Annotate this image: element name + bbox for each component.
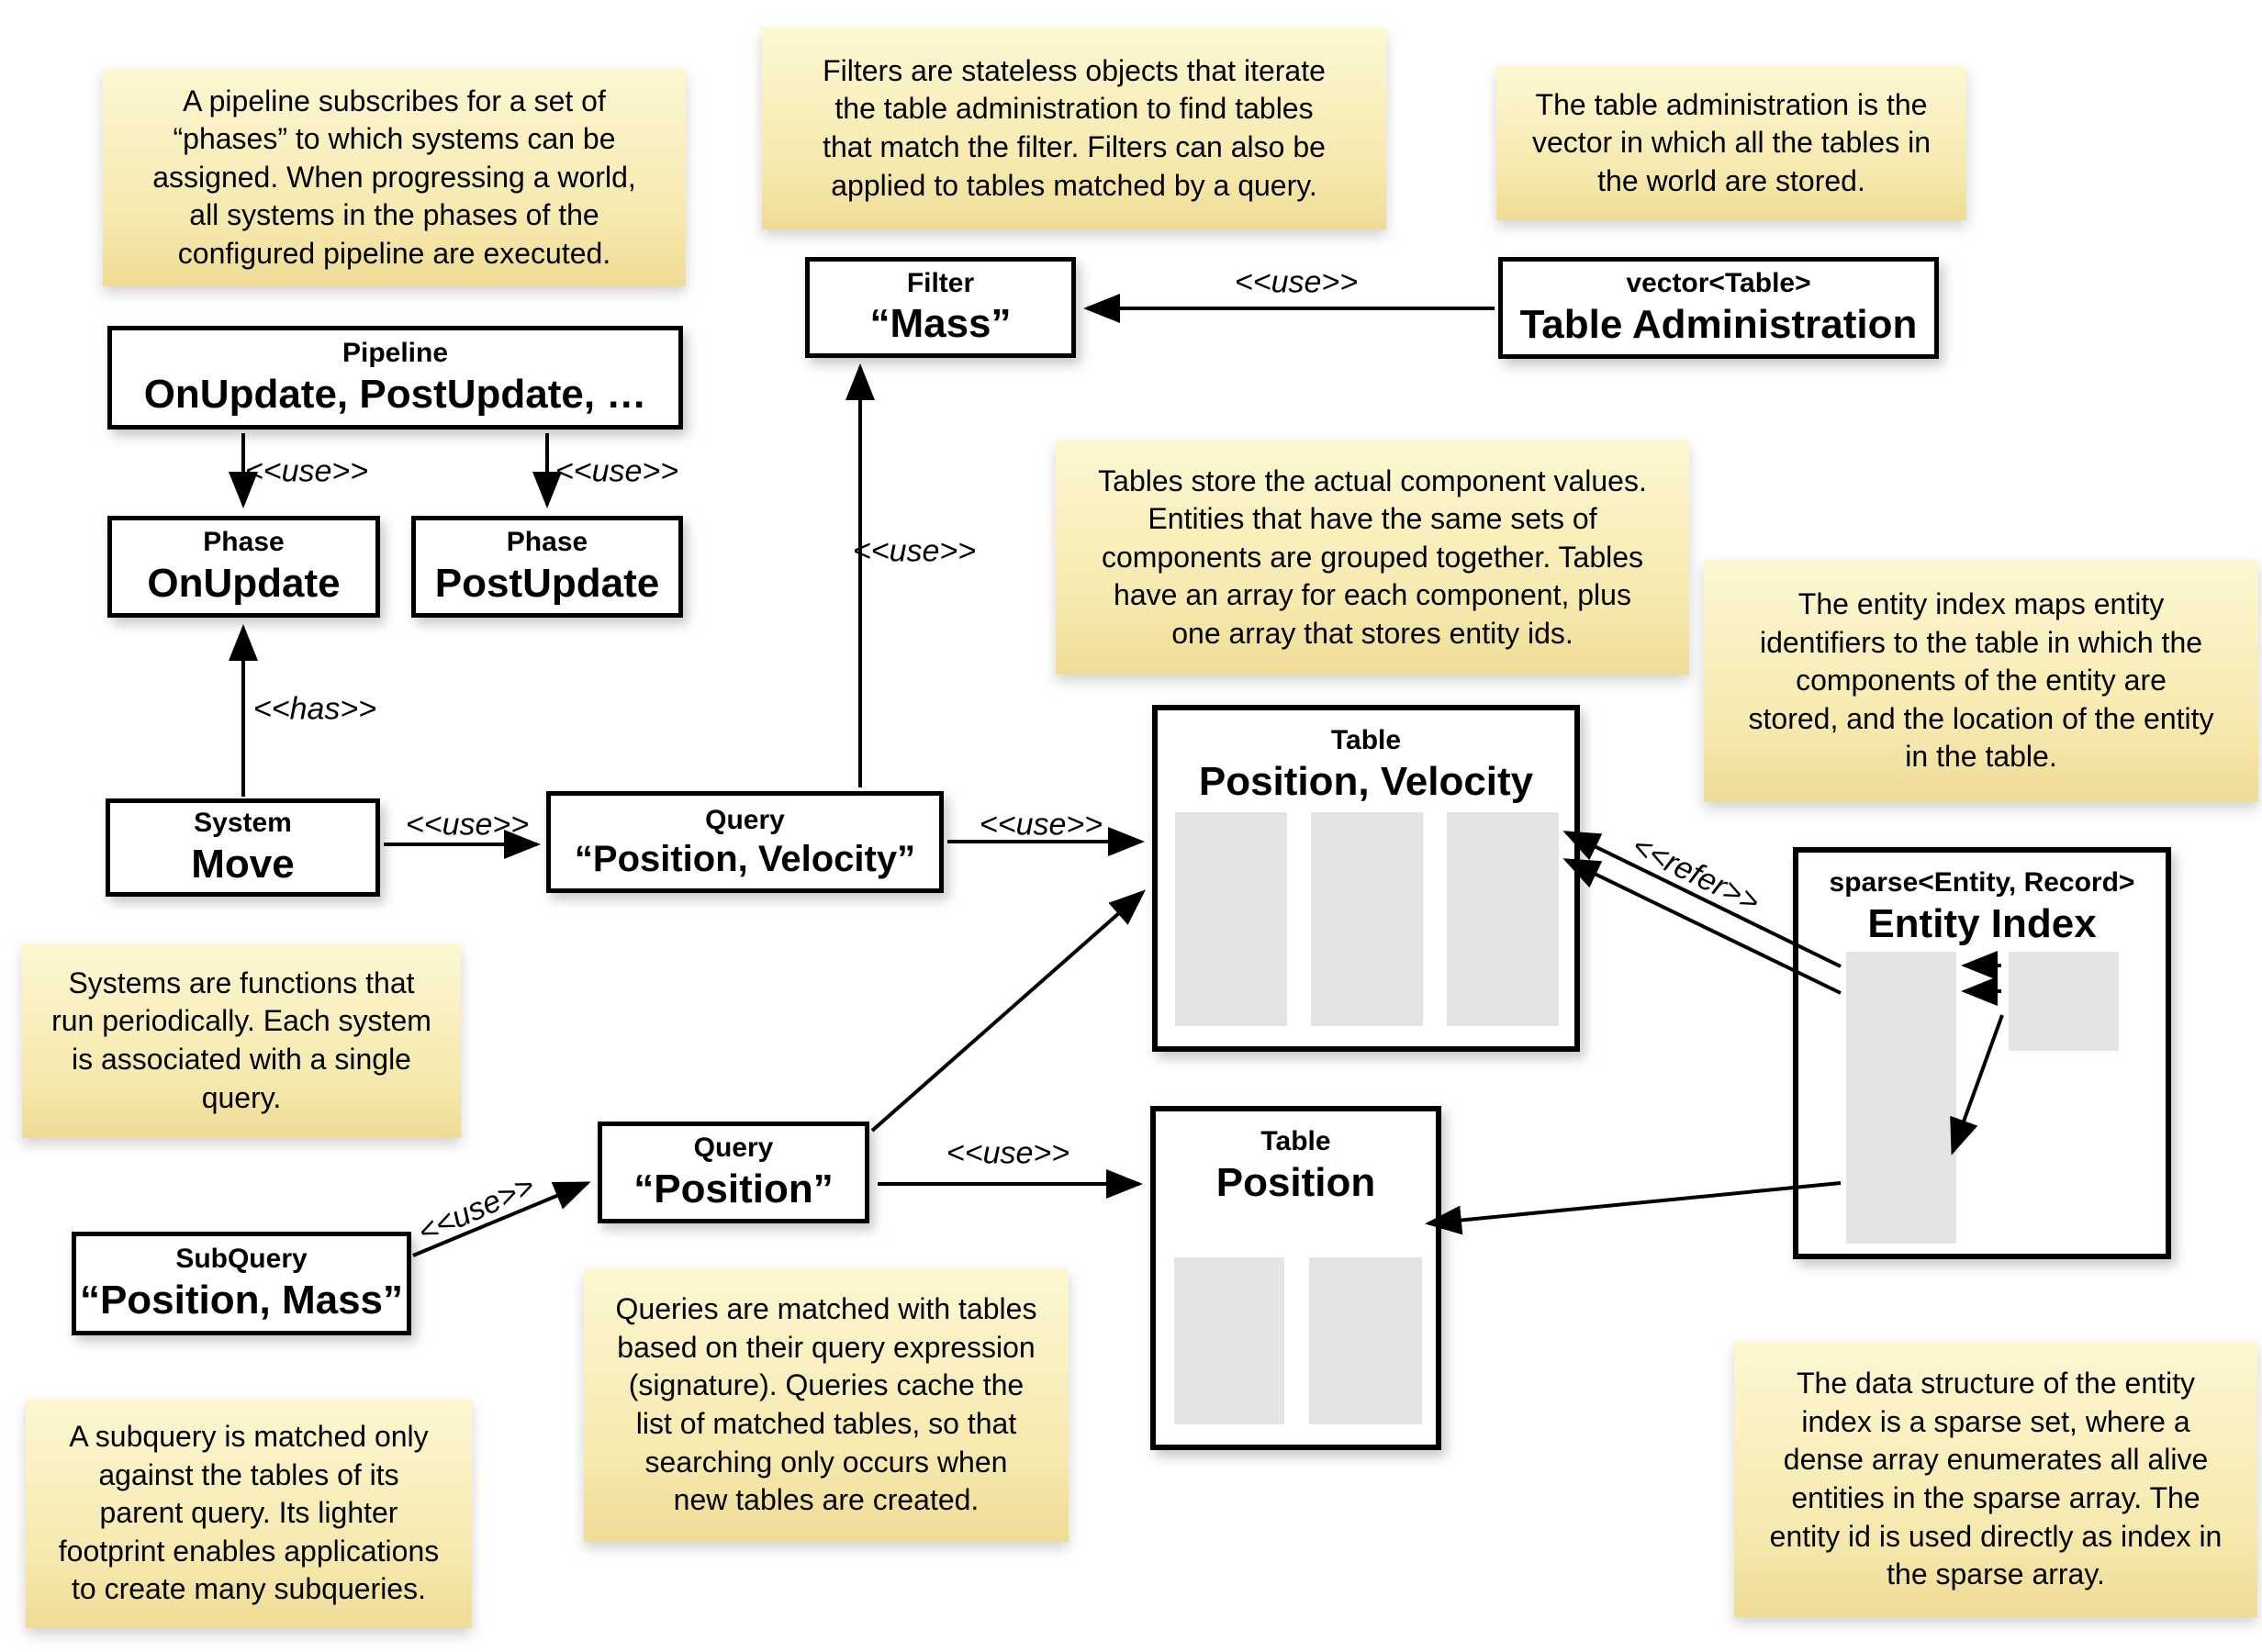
- pipeline-stereotype: Pipeline: [342, 338, 449, 369]
- system-move-name: Move: [191, 841, 295, 887]
- phase-onupdate-stereotype: Phase: [203, 527, 285, 558]
- entity-index-node: sparse<Entity, Record> Entity Index: [1793, 847, 2171, 1259]
- note-table-administration: The table administration is the vector i…: [1496, 66, 1966, 220]
- query-position-velocity-stereotype: Query: [705, 804, 785, 835]
- phase-onupdate-node: Phase OnUpdate: [107, 516, 380, 618]
- table-position-name: Position: [1215, 1159, 1376, 1205]
- note-filters: Filters are stateless objects that itera…: [762, 28, 1386, 229]
- use-label: <<use>>: [244, 453, 369, 489]
- entity-index-stereotype: sparse<Entity, Record>: [1829, 867, 2135, 898]
- note-systems: Systems are functions that run periodica…: [22, 943, 461, 1138]
- table-administration-node: vector<Table> Table Administration: [1498, 257, 1939, 359]
- note-entity-index: The entity index maps entity identifiers…: [1704, 560, 2258, 802]
- phase-postupdate-node: Phase PostUpdate: [411, 516, 683, 618]
- subquery-stereotype: SubQuery: [175, 1244, 308, 1275]
- query-position-node: Query “Position”: [598, 1122, 869, 1223]
- table-administration-stereotype: vector<Table>: [1626, 268, 1811, 299]
- use-label: <<use>>: [946, 1135, 1070, 1171]
- query-position-velocity-name: “Position, Velocity”: [574, 839, 916, 880]
- table-position-velocity-stereotype: Table: [1330, 725, 1402, 755]
- component-array: [1175, 812, 1287, 1026]
- note-sparse-set: The data structure of the entity index i…: [1734, 1342, 2257, 1617]
- query-position-velocity-node: Query “Position, Velocity”: [546, 791, 944, 893]
- use-label: <<use>>: [412, 1167, 540, 1251]
- has-label: <<has>>: [252, 691, 377, 727]
- phase-postupdate-name: PostUpdate: [434, 560, 660, 606]
- table-position-velocity-name: Position, Velocity: [1198, 758, 1534, 804]
- system-move-node: System Move: [106, 798, 380, 897]
- arrow-querypos-uses-table-pv: [870, 889, 1147, 1133]
- use-label: <<use>>: [852, 533, 977, 569]
- table-position-velocity-node: Table Position, Velocity: [1152, 705, 1580, 1052]
- component-array: [1174, 1257, 1284, 1424]
- filter-mass-node: Filter “Mass”: [805, 257, 1076, 358]
- sparse-array: [1846, 952, 1956, 1244]
- subquery-name: “Position, Mass”: [79, 1277, 404, 1323]
- table-position-node: Table Position: [1150, 1106, 1441, 1450]
- use-label: <<use>>: [1234, 264, 1359, 300]
- query-position-name: “Position”: [633, 1166, 834, 1211]
- refer-label: <<refer>>: [1626, 828, 1765, 921]
- arrow-entityindex-table-pos: [1425, 1181, 1842, 1235]
- note-queries: Queries are matched with tables based on…: [584, 1268, 1069, 1542]
- table-position-stereotype: Table: [1260, 1126, 1331, 1156]
- filter-stereotype: Filter: [906, 267, 975, 298]
- table-administration-name: Table Administration: [1519, 301, 1918, 347]
- dense-array: [2009, 952, 2119, 1051]
- query-position-stereotype: Query: [693, 1133, 774, 1164]
- note-tables: Tables store the actual component values…: [1056, 441, 1689, 675]
- filter-name: “Mass”: [869, 301, 1012, 347]
- phase-onupdate-name: OnUpdate: [147, 560, 341, 606]
- note-pipeline: A pipeline subscribes for a set of “phas…: [103, 69, 686, 286]
- entity-index-name: Entity Index: [1867, 900, 2097, 946]
- use-label: <<use>>: [979, 807, 1103, 843]
- use-label: <<use>>: [405, 807, 530, 843]
- component-array: [1311, 812, 1423, 1026]
- system-move-stereotype: System: [194, 808, 292, 839]
- use-label: <<use>>: [554, 453, 679, 489]
- note-subquery: A subquery is matched only against the t…: [26, 1399, 472, 1628]
- phase-postupdate-stereotype: Phase: [506, 527, 588, 558]
- pipeline-name: OnUpdate, PostUpdate, …: [143, 371, 647, 417]
- subquery-position-mass-node: SubQuery “Position, Mass”: [72, 1232, 411, 1335]
- component-array: [1447, 812, 1559, 1026]
- pipeline-node: Pipeline OnUpdate, PostUpdate, …: [107, 326, 683, 430]
- component-array: [1309, 1257, 1422, 1424]
